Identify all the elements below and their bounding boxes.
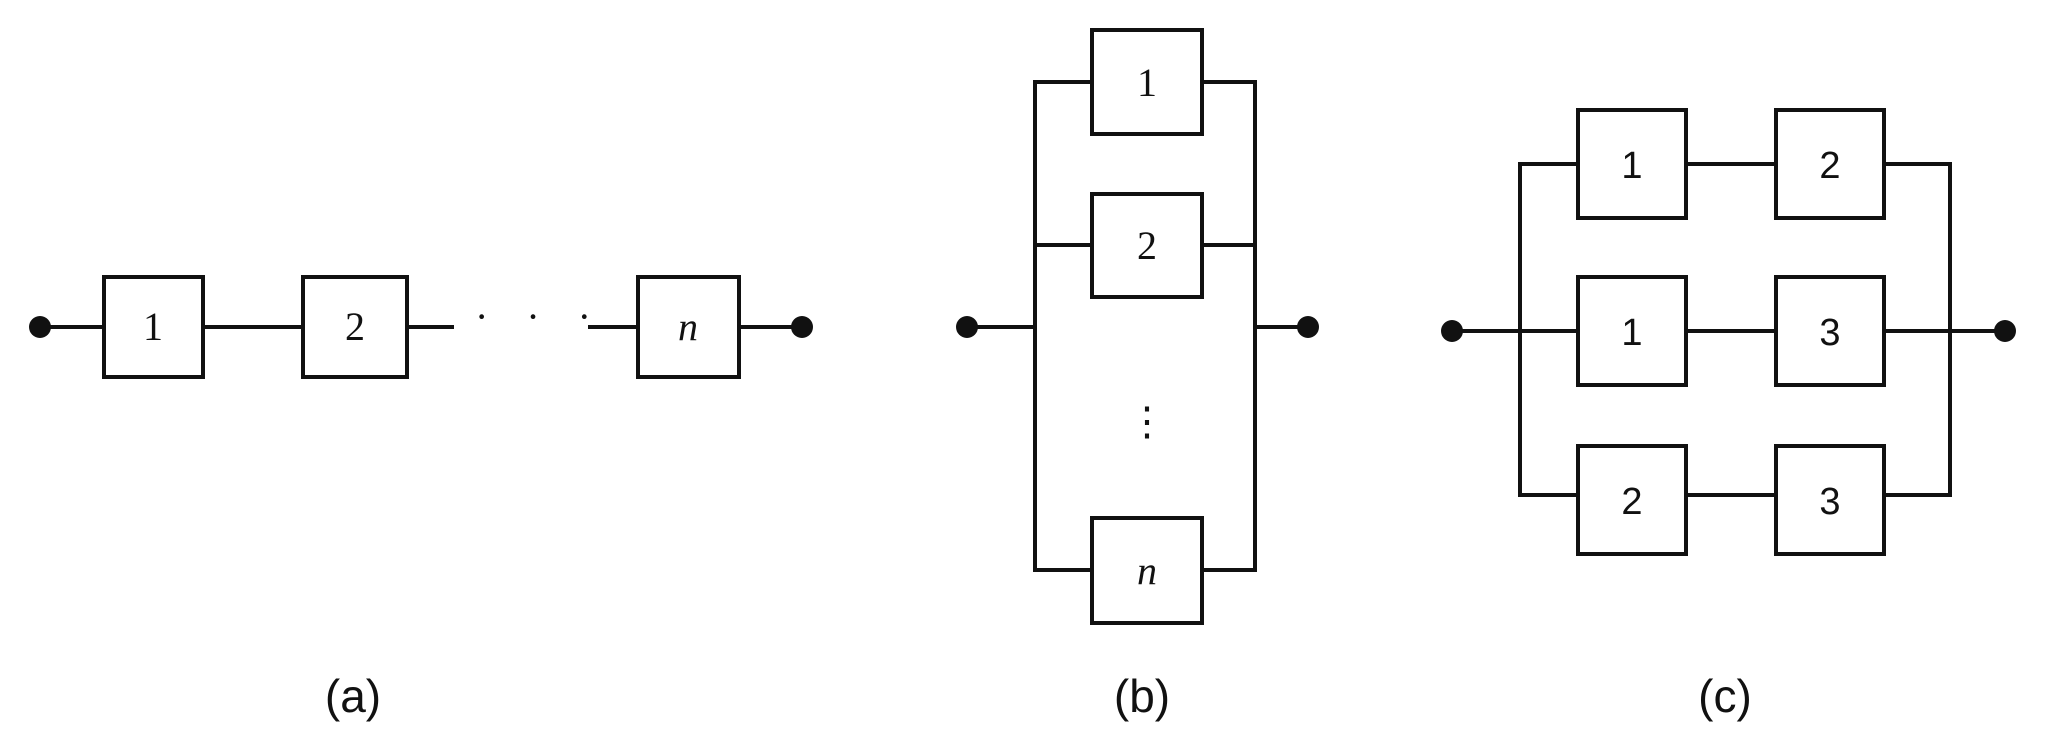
series-parallel-system-diagram: 1 2 1 3 2 3: [1441, 108, 2016, 556]
caption-c: (c): [1698, 670, 1752, 722]
parallel-system-diagram: 1 2 ⋮ n: [956, 28, 1319, 625]
block-n: [1090, 516, 1204, 625]
block-2: [1576, 444, 1688, 556]
output-node: [791, 316, 813, 338]
block-1: [1576, 108, 1688, 220]
block-label: n: [1137, 548, 1157, 593]
ellipsis: · · ·: [475, 294, 605, 339]
block-3: [1774, 275, 1886, 387]
series-system-diagram: 1 2 · · · n: [29, 275, 813, 379]
block-label: 2: [345, 304, 365, 349]
output-node: [1994, 320, 2016, 342]
ellipsis: ⋮: [1127, 399, 1167, 444]
block-label: 1: [143, 304, 163, 349]
block-label: 1: [1621, 312, 1642, 354]
block-label: 1: [1621, 145, 1642, 187]
output-node: [1297, 316, 1319, 338]
block-1: [1576, 275, 1688, 387]
caption-b: (b): [1114, 670, 1170, 722]
block-2: [301, 275, 409, 379]
block-label: 3: [1819, 481, 1840, 523]
block-label: 1: [1137, 60, 1157, 105]
block-label: 2: [1621, 481, 1642, 523]
block-3: [1774, 444, 1886, 556]
block-2: [1090, 192, 1204, 299]
block-label: n: [678, 304, 698, 349]
block-1: [1090, 28, 1204, 136]
block-label: 3: [1819, 312, 1840, 354]
block-label: 2: [1819, 145, 1840, 187]
block-2: [1774, 108, 1886, 220]
block-n: [636, 275, 741, 379]
block-label: 2: [1137, 223, 1157, 268]
caption-a: (a): [325, 670, 381, 722]
